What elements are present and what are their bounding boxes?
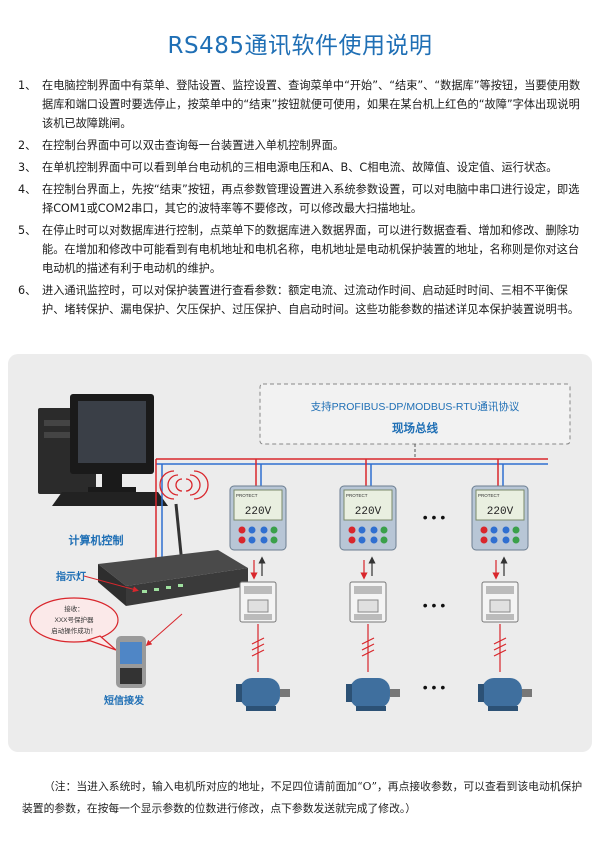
diagram-svg: 支持PROFIBUS-DP/MODBUS-RTU通讯协议 现场总线 计算机控制 xyxy=(29,383,571,711)
device-reading: 220V xyxy=(355,506,382,518)
sms-bubble-line-3: 启动操作成功！ xyxy=(51,626,97,635)
computer-label: 计算机控制 xyxy=(69,533,124,547)
fieldbus-box xyxy=(259,383,571,445)
motor-icon xyxy=(236,678,290,711)
device-brand: PROTECT xyxy=(346,493,368,498)
mobile-phone-icon xyxy=(116,613,183,688)
indicator-label: 指示灯 xyxy=(56,570,86,583)
item-number: 5、 xyxy=(18,224,37,237)
contactor-icon xyxy=(239,581,277,623)
item-number: 1、 xyxy=(18,79,37,92)
system-diagram: 支持PROFIBUS-DP/MODBUS-RTU通讯协议 现场总线 计算机控制 xyxy=(8,354,592,752)
item-number: 3、 xyxy=(18,161,37,174)
computer-icon xyxy=(38,394,168,506)
item-text: 在控制台界面中可以双击查询每一台装置进入单机控制界面。 xyxy=(42,139,345,152)
instruction-list: 1、在电脑控制界面中有菜单、登陆设置、监控设置、查询菜单中“开始”、“结束”、“… xyxy=(18,76,590,322)
list-item: 5、在停止时可以对数据库进行控制，点菜单下的数据库进入数据界面，可以进行数据查看… xyxy=(18,221,590,278)
wireless-signal-icon xyxy=(159,470,209,500)
item-number: 6、 xyxy=(18,284,37,297)
device-reading: 220V xyxy=(245,506,272,518)
item-text: 在停止时可以对数据库进行控制，点菜单下的数据库进入数据界面，可以进行数据查看、增… xyxy=(42,224,580,275)
fieldbus-label: 现场总线 xyxy=(392,421,438,435)
protector-device: PROTECT 220V xyxy=(471,485,529,551)
power-line xyxy=(251,624,507,672)
item-text: 在控制台界面上，先按“结束”按钮，再点参数管理设置进入系统参数设置，可以对电脑中… xyxy=(42,183,580,215)
sms-bubble-line-1: 接收： xyxy=(64,604,84,613)
ellipsis-row-3: • • • xyxy=(423,679,446,695)
device-brand: PROTECT xyxy=(236,493,258,498)
contactor-icon xyxy=(481,581,519,623)
sms-bubble xyxy=(29,597,119,651)
device-reading: 220V xyxy=(487,506,514,518)
item-text: 在单机控制界面中可以看到单台电动机的三相电源电压和A、B、C相电流、故障值、设定… xyxy=(42,161,558,174)
protector-device: PROTECT 220V xyxy=(339,485,397,551)
list-item: 4、在控制台界面上，先按“结束”按钮，再点参数管理设置进入系统参数设置，可以对电… xyxy=(18,180,590,218)
motor-icon xyxy=(478,678,532,711)
motor-icon xyxy=(346,678,400,711)
sms-label: 短信接发 xyxy=(104,694,145,707)
sms-bubble-line-2: XXX号保护器 xyxy=(54,615,94,624)
item-text: 进入通讯监控时，可以对保护装置进行查看参数：额定电流、过流动作时间、启动延时时间… xyxy=(42,284,580,316)
list-item: 2、在控制台界面中可以双击查询每一台装置进入单机控制界面。 xyxy=(18,136,590,155)
protector-device: PROTECT 220V xyxy=(229,485,287,551)
footnote: （注：当进入系统时，输入电机所对应的地址，不足四位请前面加“O”，再点接收参数，… xyxy=(22,780,583,815)
ellipsis-row-1: • • • xyxy=(423,509,446,525)
item-number: 4、 xyxy=(18,183,37,196)
protocol-label: 支持PROFIBUS-DP/MODBUS-RTU通讯协议 xyxy=(311,400,520,413)
device-brand: PROTECT xyxy=(478,493,500,498)
item-number: 2、 xyxy=(18,139,37,152)
contactor-icon xyxy=(349,581,387,623)
item-text: 在电脑控制界面中有菜单、登陆设置、监控设置、查询菜单中“开始”、“结束”、“数据… xyxy=(42,79,581,130)
list-item: 1、在电脑控制界面中有菜单、登陆设置、监控设置、查询菜单中“开始”、“结束”、“… xyxy=(18,76,590,133)
ellipsis-row-2: • • • xyxy=(423,597,446,613)
gsm-modem-icon xyxy=(98,503,248,606)
list-item: 3、在单机控制界面中可以看到单台电动机的三相电源电压和A、B、C相电流、故障值、… xyxy=(18,158,590,177)
page-title: RS485通讯软件使用说明 xyxy=(167,33,433,59)
list-item: 6、进入通讯监控时，可以对保护装置进行查看参数：额定电流、过流动作时间、启动延时… xyxy=(18,281,590,319)
